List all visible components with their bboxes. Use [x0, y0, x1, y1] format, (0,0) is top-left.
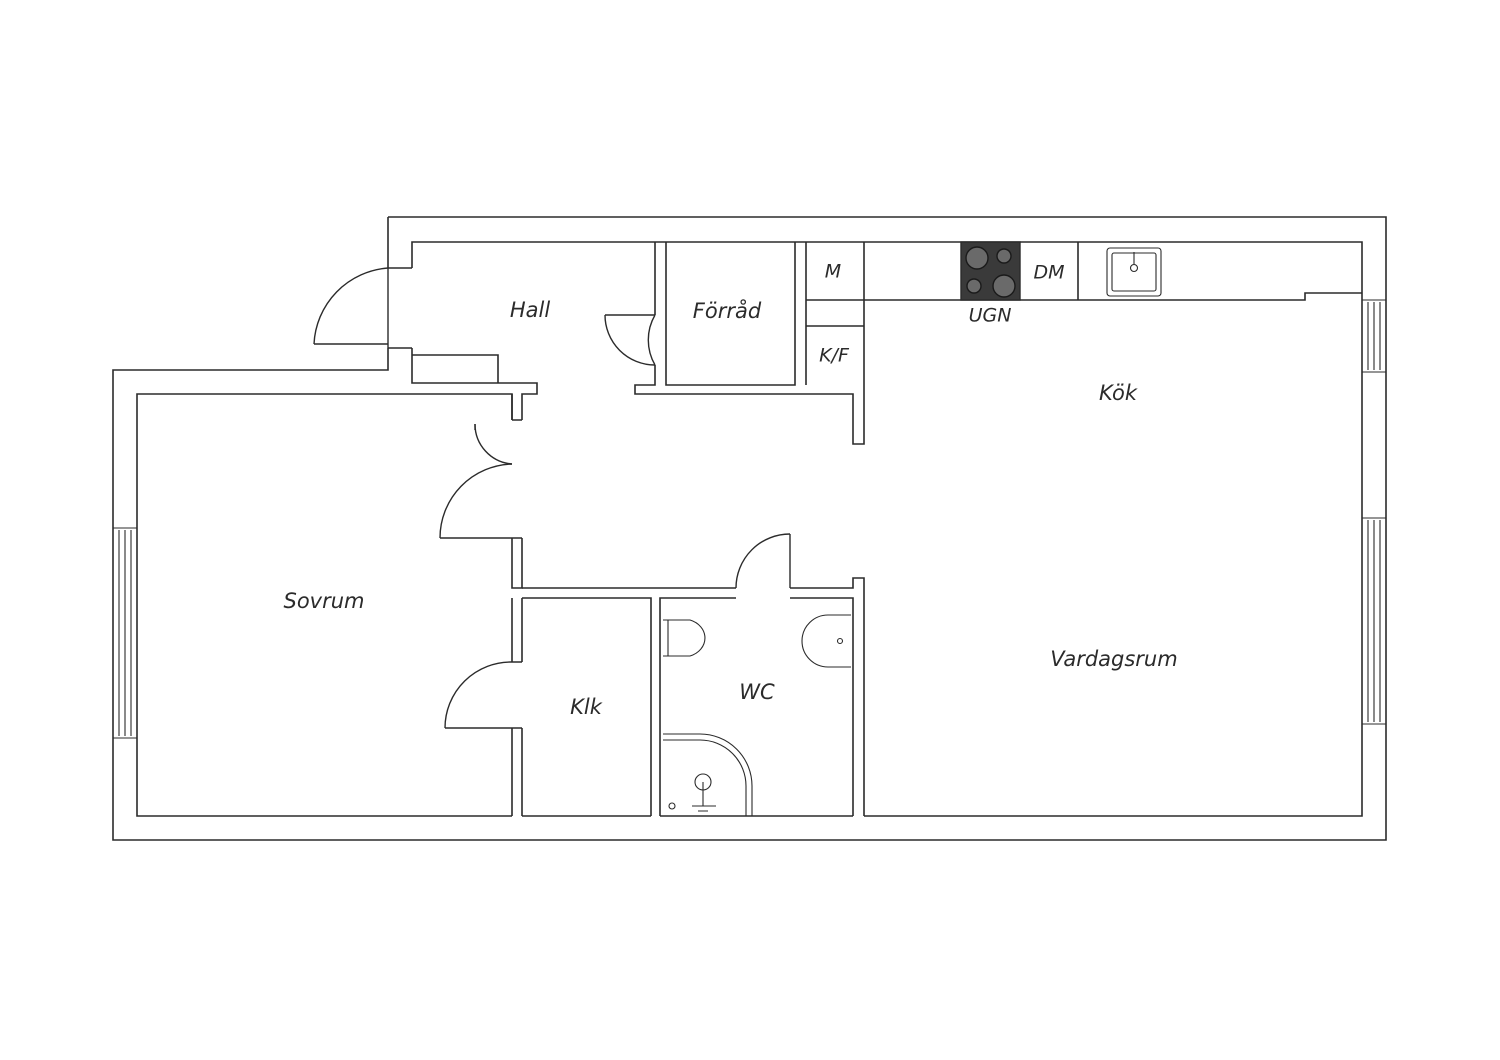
fixture-label-microwave: M	[825, 261, 841, 283]
room-label-klk: Klk	[570, 695, 603, 719]
exterior-walls	[112, 216, 1387, 841]
wc-door[interactable]	[735, 533, 791, 589]
interior-walls	[412, 242, 1362, 816]
toilet	[663, 619, 706, 657]
fixture-label-dishwasher: DM	[1033, 262, 1064, 284]
room-label-hall: Hall	[510, 298, 550, 322]
room-label-vardagsrum: Vardagsrum	[1050, 647, 1177, 671]
room-label-wc: WC	[739, 680, 775, 704]
washbasin	[801, 614, 851, 668]
bedroom-door[interactable]	[439, 423, 513, 539]
cooktop	[960, 241, 1021, 301]
fixture-labels: M K/F UGN DM	[819, 261, 1064, 367]
room-labels: Hall Förråd Kök Sovrum Klk WC Vardagsrum	[283, 298, 1177, 719]
closet-door[interactable]	[444, 661, 513, 729]
kitchen-sink	[1106, 247, 1162, 297]
storage-door[interactable]	[604, 314, 656, 366]
room-label-kok: Kök	[1099, 381, 1138, 405]
room-label-forrad: Förråd	[693, 298, 762, 323]
doors	[313, 267, 791, 729]
entrance-door[interactable]	[313, 267, 389, 348]
fixture-label-oven: UGN	[969, 305, 1012, 327]
kitchen-fixtures	[960, 241, 1162, 301]
windows	[113, 299, 1386, 739]
shower	[663, 733, 753, 816]
wc-fixtures	[663, 614, 851, 816]
room-label-sovrum: Sovrum	[283, 589, 364, 613]
fixture-label-fridge-freezer: K/F	[819, 345, 850, 367]
